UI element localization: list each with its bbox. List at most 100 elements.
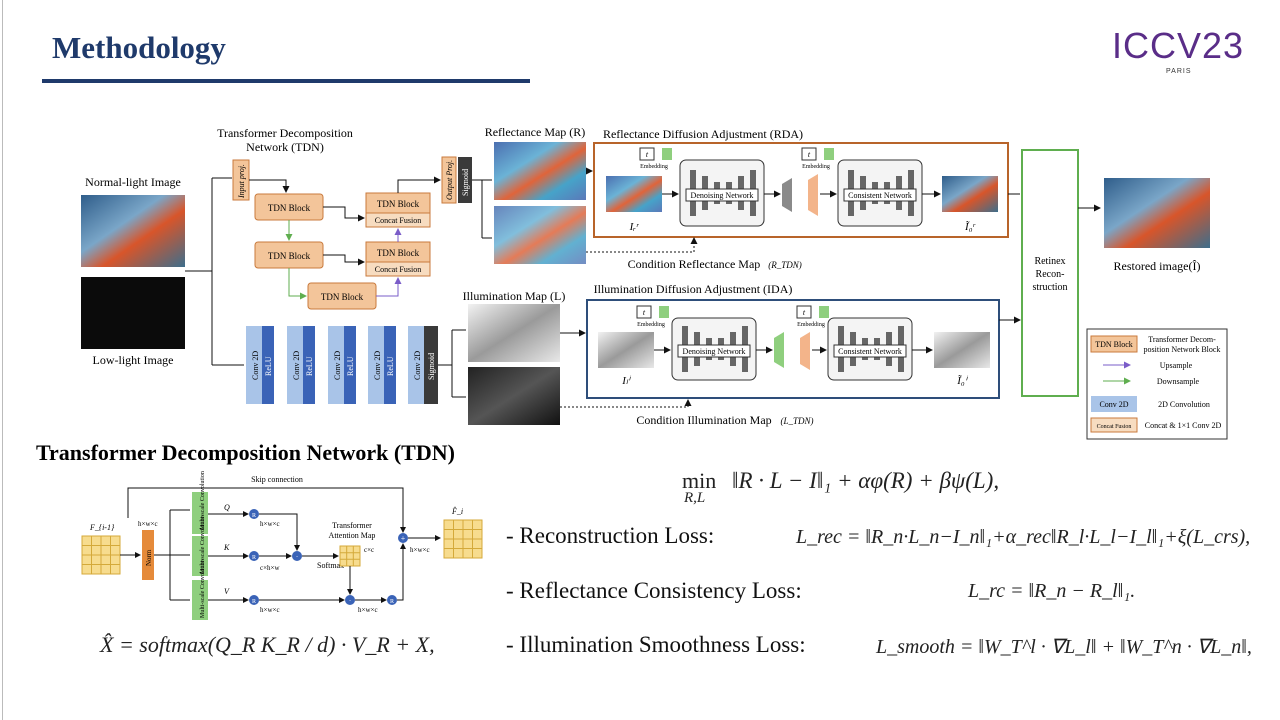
svg-text:Recon-: Recon-: [1036, 269, 1065, 280]
svg-text:TDN Block: TDN Block: [1095, 340, 1133, 349]
reshape-k: [249, 551, 259, 561]
svg-text:·: ·: [349, 597, 351, 605]
low-light-label: Low-light Image: [93, 353, 174, 367]
svg-text:Iᵣʳ: Iᵣʳ: [629, 221, 640, 233]
objective-body: ‖R · L − I‖₁ + αφ(R) + βψ(L),: [732, 468, 1000, 493]
svg-text:R: R: [252, 513, 256, 519]
input-proj-label: Input proj.: [237, 164, 246, 199]
svg-text:V: V: [224, 587, 230, 596]
svg-text:Sigmoid: Sigmoid: [427, 353, 436, 380]
attention-map-grid: [339, 545, 361, 567]
matmul-qk: [292, 551, 302, 561]
slide-edge-line: [2, 0, 3, 720]
illumination-map-normal: [468, 304, 560, 362]
reflectance-map-label: Reflectance Map (R): [485, 125, 586, 139]
svg-text:Norm: Norm: [145, 549, 153, 566]
svg-text:R: R: [252, 599, 256, 605]
condition-illumination-label: Condition Illumination Map: [636, 413, 771, 427]
svg-text:Concat Fusion: Concat Fusion: [1097, 424, 1132, 430]
svg-text:Conv 2D: Conv 2D: [333, 351, 342, 380]
reflectance-map-low: [494, 206, 586, 264]
tdn-title-line2: Network (TDN): [246, 140, 324, 154]
residual-add: [398, 533, 408, 543]
normal-light-image: [81, 195, 185, 267]
norm-block: [142, 530, 154, 580]
svg-text:Multi-scale Convolution: Multi-scale Convolution: [200, 559, 206, 618]
attention-equation: X̂ = softmax(Q_R K_R / d) · V_R + X,: [100, 632, 435, 657]
svg-text:Denoising Network: Denoising Network: [691, 191, 754, 200]
reflectance-loss-equation: L_rc = ‖R_n − R_l‖₁.: [968, 580, 1136, 602]
sigmoid-top: [458, 157, 472, 203]
ida-title: Illumination Diffusion Adjustment (IDA): [594, 282, 793, 296]
svg-text:Ĩ₀ʳ: Ĩ₀ʳ: [964, 221, 976, 233]
retinex-reconstruction-box: [1021, 149, 1079, 397]
reshape-out: [387, 595, 397, 605]
svg-text:TDN Block: TDN Block: [321, 292, 364, 302]
reconstruction-loss-equation: L_rec = ‖R_n·L_n−I_n‖₁+α_rec‖R_l·L_l−I_l…: [796, 526, 1251, 548]
matmul-v: [345, 595, 355, 605]
condition-reflectance-label: Condition Reflectance Map: [628, 257, 761, 271]
slide-title: Methodology: [52, 30, 226, 65]
rda-embedding-1: [662, 148, 672, 160]
illumination-map-low: [468, 367, 560, 425]
svg-text:Upsample: Upsample: [1160, 361, 1193, 370]
svg-text:Concat Fusion: Concat Fusion: [375, 216, 421, 225]
svg-text:Conv 2D: Conv 2D: [251, 351, 260, 380]
svg-text:h×w×c: h×w×c: [138, 520, 158, 528]
svg-text:Conv 2D: Conv 2D: [292, 351, 301, 380]
restored-image: [1104, 178, 1210, 248]
input-branch-lines: [185, 177, 244, 366]
svg-text:TDN Block: TDN Block: [377, 248, 420, 258]
svg-text:Attention Map: Attention Map: [329, 531, 376, 540]
svg-text:ReLU: ReLU: [346, 356, 355, 376]
svg-text:Retinex: Retinex: [1034, 256, 1065, 267]
tdn-section-heading: Transformer Decomposition Network (TDN): [36, 440, 455, 465]
svg-text:Embedding: Embedding: [797, 322, 825, 328]
objective-min: min: [682, 468, 717, 493]
svg-text:c×c: c×c: [364, 546, 374, 554]
svg-text:position Network Block: position Network Block: [1144, 345, 1221, 354]
normal-light-label: Normal-light Image: [85, 175, 181, 189]
svg-text:K: K: [223, 543, 230, 552]
svg-text:t: t: [643, 308, 646, 317]
svg-text:Conv 2D: Conv 2D: [413, 351, 422, 380]
svg-text:Multi-scale Convolution: Multi-scale Convolution: [200, 471, 206, 530]
svg-text:Embedding: Embedding: [802, 164, 830, 170]
svg-text:Multi-scale Convolution: Multi-scale Convolution: [200, 515, 206, 574]
svg-text:2D Convolution: 2D Convolution: [1158, 400, 1210, 409]
tdn-title-line1: Transformer Decomposition: [217, 126, 353, 140]
svg-text:Concat & 1×1 Conv 2D: Concat & 1×1 Conv 2D: [1145, 421, 1222, 430]
svg-text:struction: struction: [1033, 282, 1068, 293]
svg-text:Consistent Network: Consistent Network: [848, 191, 912, 200]
iccv-logo-location: PARIS: [1166, 68, 1192, 75]
concat-fusion-1: [365, 212, 431, 228]
svg-text:h×w×c: h×w×c: [358, 606, 378, 614]
svg-text:Concat Fusion: Concat Fusion: [375, 265, 421, 274]
illumination-map-label: Illumination Map (L): [463, 289, 566, 303]
svg-text:Transformer Decom-: Transformer Decom-: [1148, 335, 1216, 344]
svg-text:Output Proj.: Output Proj.: [445, 160, 454, 200]
ida-timestep-box: [636, 305, 652, 319]
svg-text:Embedding: Embedding: [637, 322, 665, 328]
svg-text:h×w×c: h×w×c: [410, 546, 430, 554]
svg-text:c×h×w: c×h×w: [260, 564, 281, 572]
illumination-loss-equation: L_smooth = ‖W_T^l · ∇L_l‖ + ‖W_T^n · ∇L_…: [876, 636, 1252, 658]
reshape-v: [249, 595, 259, 605]
reconstruction-loss-label: - Reconstruction Loss:: [506, 523, 715, 548]
svg-text:Conv 2D: Conv 2D: [1099, 400, 1128, 409]
ida-input-image: [598, 332, 654, 368]
low-light-image: [81, 277, 185, 349]
skip-connection-label: Skip connection: [251, 475, 303, 484]
rda-embedding-2: [824, 148, 834, 160]
svg-text:Embedding: Embedding: [640, 164, 668, 170]
ida-box: [586, 299, 1000, 399]
svg-text:ReLU: ReLU: [264, 356, 273, 376]
svg-text:h×w×c: h×w×c: [260, 520, 280, 528]
rda-box: [593, 142, 1009, 238]
svg-text:Iₗⁱ: Iₗⁱ: [621, 375, 631, 387]
svg-text:(L_TDN): (L_TDN): [780, 416, 813, 426]
svg-text:R: R: [252, 555, 256, 561]
input-feature-grid: [81, 535, 121, 575]
output-feature-grid: [443, 519, 483, 559]
svg-text:Q: Q: [224, 503, 230, 512]
